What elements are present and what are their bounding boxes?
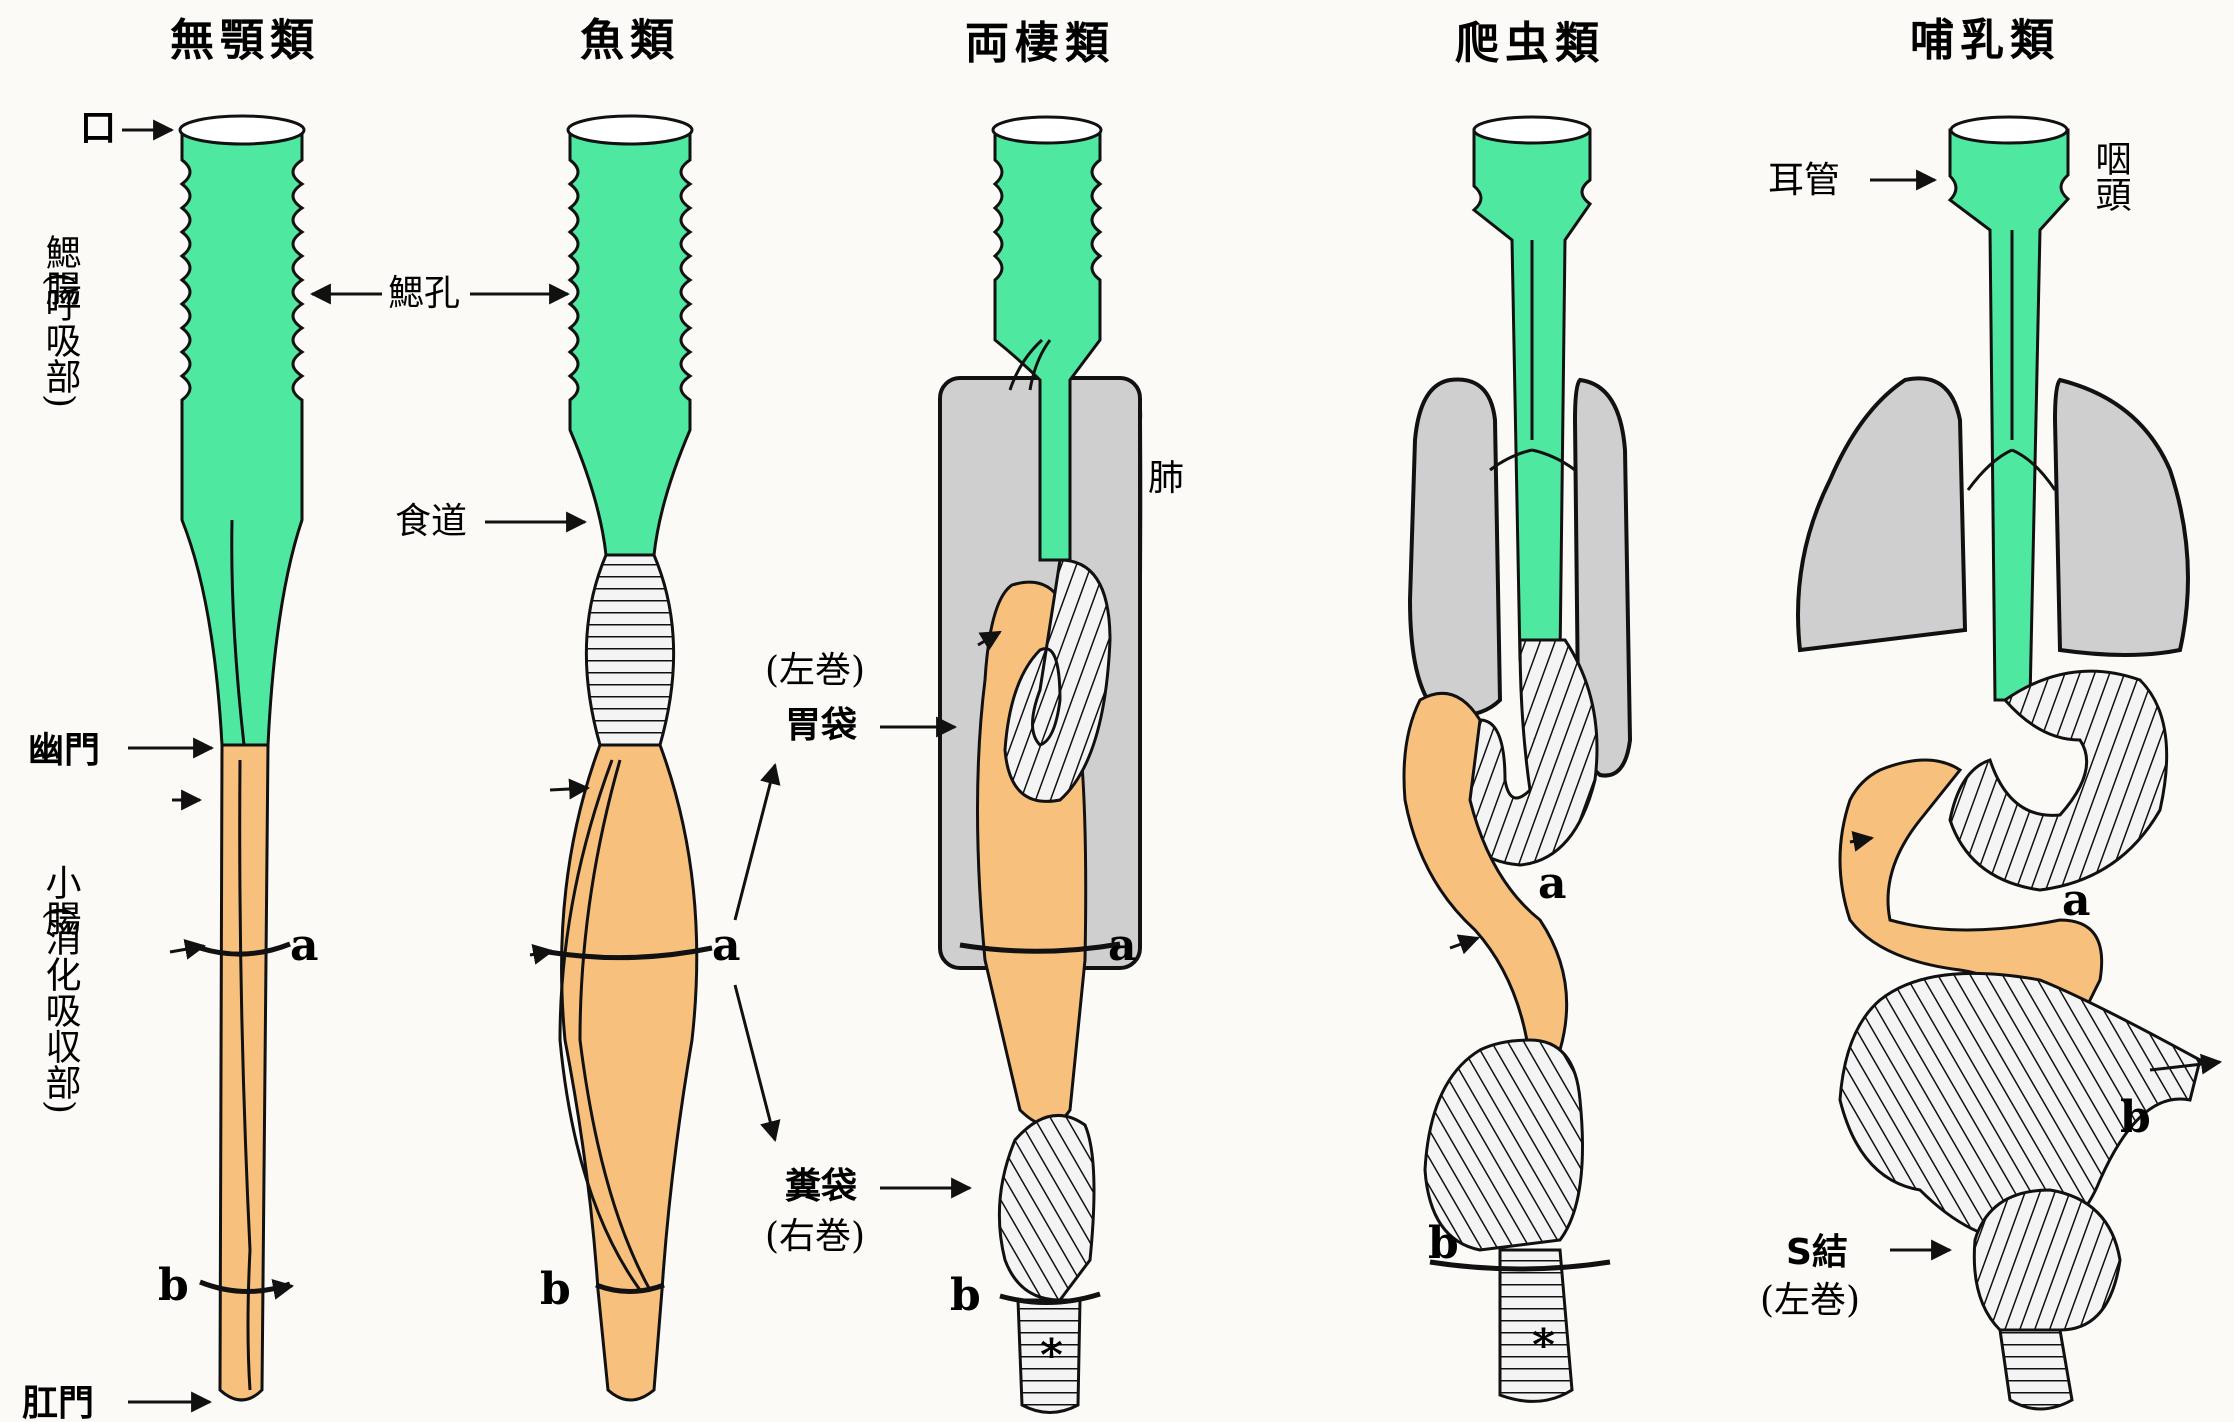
mammal-rectum	[2000, 1330, 2072, 1409]
fish-stomach-intestine	[562, 745, 697, 1400]
label-gill-gut-vertical: 鰓腸 (呼吸部)	[40, 234, 81, 408]
mammal-mouth-opening	[1951, 117, 2067, 143]
label-feces-sac: 糞袋	[785, 1166, 857, 1207]
reptile-lung-left	[1410, 380, 1500, 717]
marker-b-mammal: b	[2120, 1092, 2151, 1143]
fish-tract	[530, 116, 712, 1400]
label-feces-turn: (右巻)	[765, 1216, 865, 1257]
title-reptile: 爬虫類	[1455, 18, 1605, 69]
label-mouth: 口	[80, 108, 116, 149]
mammal-stomach-coil	[1950, 671, 2167, 890]
marker-a-agnatha: a	[290, 920, 319, 971]
mammal-tract	[1798, 117, 2220, 1409]
marker-star-amphibian: *	[1040, 1330, 1063, 1381]
reptile-mouth-opening	[1474, 117, 1590, 143]
reptile-tract	[1404, 117, 1630, 1401]
label-stomach-turn: (左巻)	[765, 650, 865, 691]
title-agnatha: 無顎類	[170, 15, 320, 66]
label-stomach: 胃袋	[785, 705, 857, 746]
label-eustachian-tube: 耳管	[1768, 160, 1840, 201]
title-mammal: 哺乳類	[1910, 15, 2060, 66]
label-anus: 肛門	[22, 1383, 94, 1422]
amphibian-tract	[940, 117, 1140, 1413]
marker-b-reptile: b	[1428, 1218, 1459, 1269]
amphibian-feces-sac-coil	[999, 1115, 1094, 1300]
svg-text:(消化吸収部): (消化吸収部)	[40, 906, 81, 1114]
marker-a-fish: a	[712, 920, 741, 971]
agnatha-gill-gut	[182, 130, 302, 745]
svg-text:(呼吸部): (呼吸部)	[40, 272, 81, 408]
label-pylorus: 幽門	[28, 730, 100, 771]
fish-mouth-opening	[568, 116, 692, 144]
label-s-knot: S結	[1786, 1232, 1848, 1273]
marker-a-amphibian: a	[1108, 920, 1137, 971]
amphibian-mouth-opening	[993, 117, 1101, 143]
mammal-lung-right	[2055, 380, 2188, 655]
fish-gill-gut	[570, 130, 690, 555]
agnatha-tract	[170, 116, 304, 1400]
label-s-knot-turn: (左巻)	[1760, 1280, 1860, 1321]
svg-text:咽頭: 咽頭	[2090, 140, 2131, 212]
mammal-gill-gut	[1950, 130, 2068, 700]
marker-b-fish: b	[540, 1264, 571, 1315]
label-small-intestine-vertical: 小腸 (消化吸収部)	[40, 864, 81, 1114]
title-fish: 魚類	[580, 15, 680, 66]
mammal-lung-left	[1798, 378, 1965, 650]
marker-a-mammal: a	[2062, 875, 2091, 926]
marker-b-agnatha: b	[158, 1260, 189, 1311]
marker-a-reptile: a	[1538, 858, 1567, 909]
mammal-s-knot-coil	[1974, 1190, 2120, 1330]
fish-esophagus-ringed	[586, 555, 673, 745]
agnatha-mouth-opening	[180, 116, 304, 144]
label-lung: 肺	[1148, 458, 1184, 499]
label-pharynx-vertical: 咽頭	[2090, 140, 2131, 212]
marker-star-reptile: *	[1532, 1320, 1555, 1371]
label-esophagus: 食道	[395, 501, 467, 542]
title-amphibian: 両棲類	[965, 18, 1115, 69]
label-gill-pores: 鰓孔	[388, 273, 460, 314]
marker-b-amphibian: b	[950, 1270, 981, 1321]
